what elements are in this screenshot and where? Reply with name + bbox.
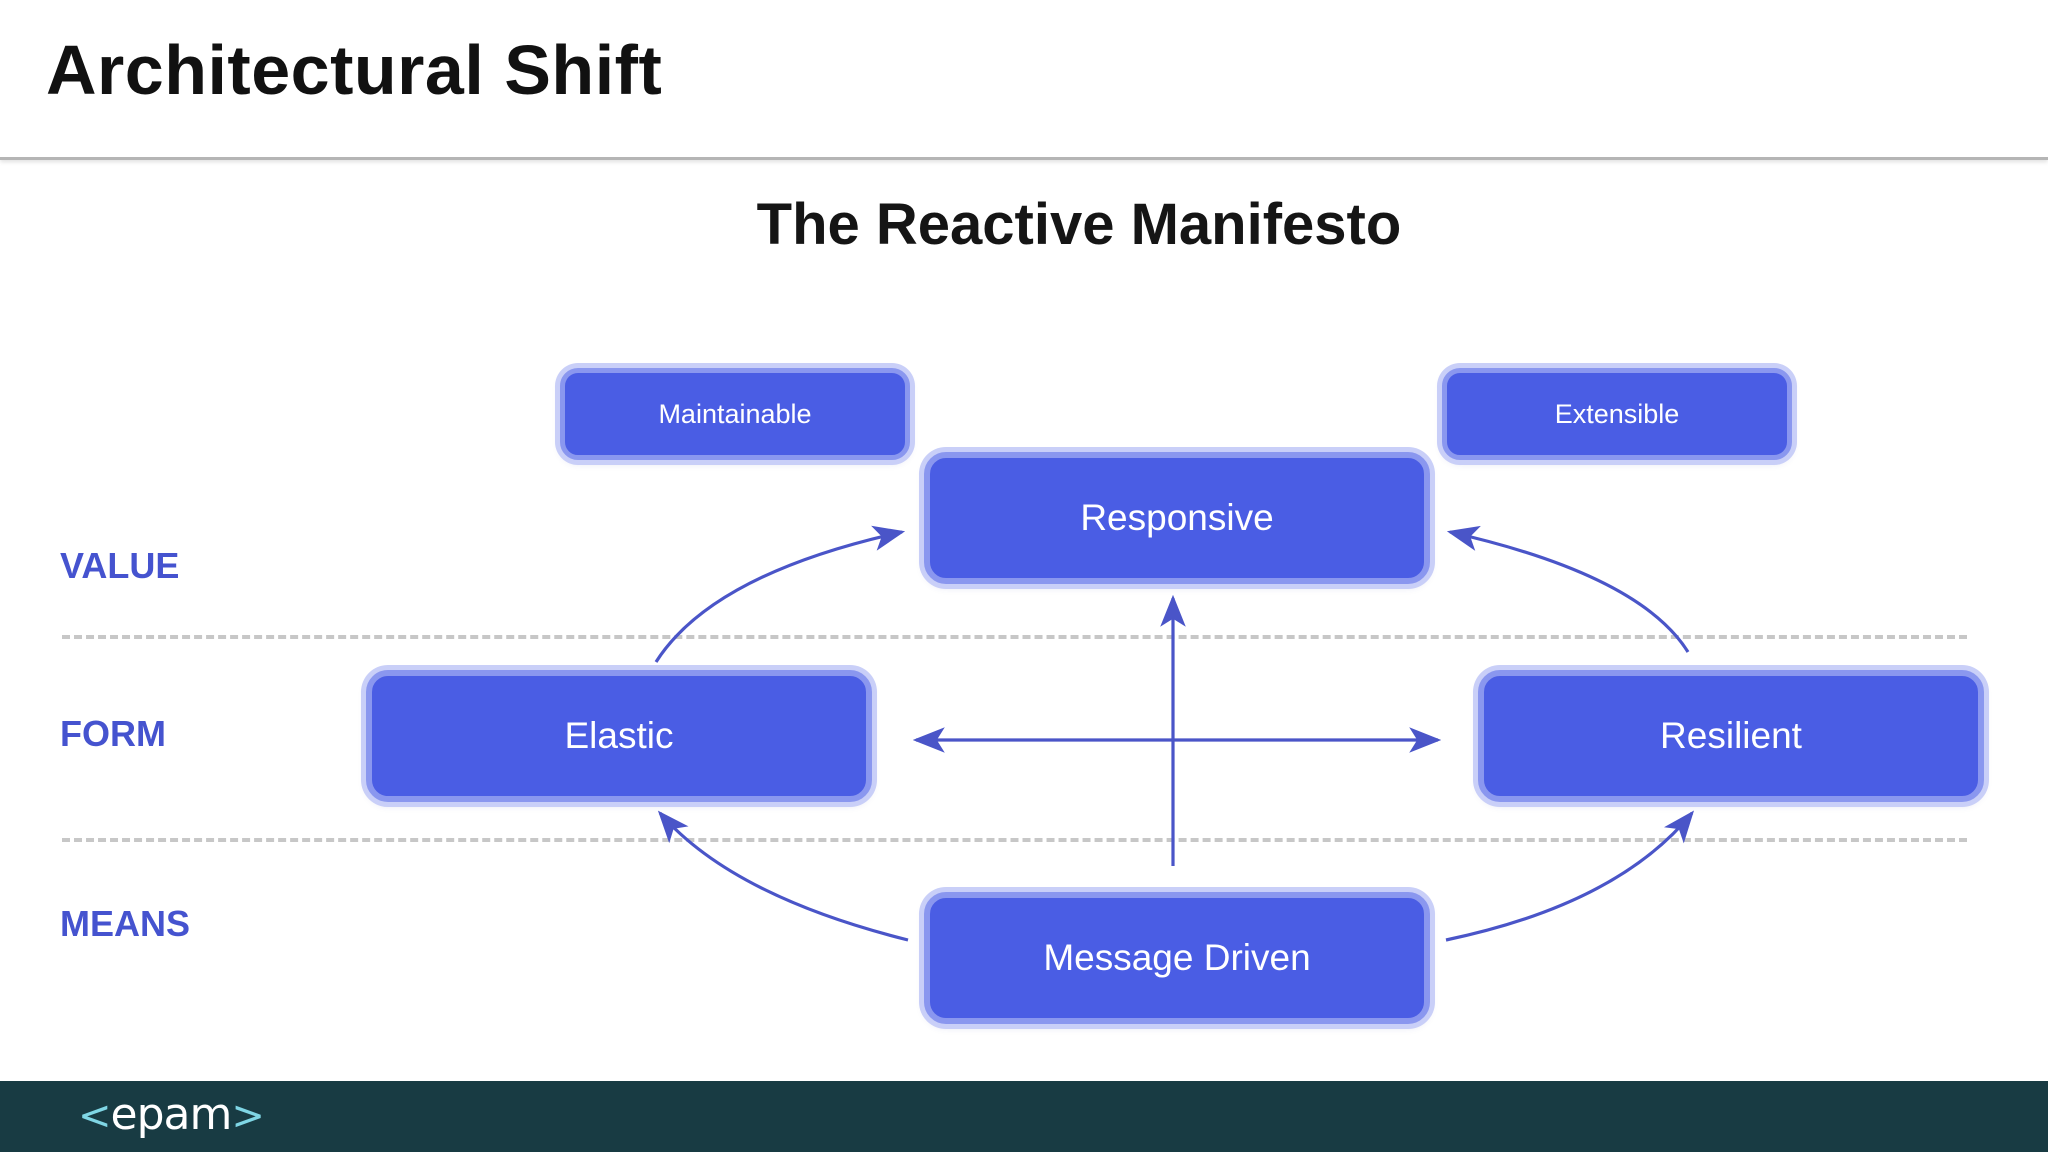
node-resilient-label: Resilient (1660, 715, 1802, 756)
node-message-driven-label: Message Driven (1043, 937, 1311, 978)
node-maintainable: Maintainable (560, 368, 910, 460)
logo-bracket-open: < (78, 1093, 112, 1139)
node-elastic: Elastic (366, 670, 872, 802)
logo-text: epam (110, 1089, 233, 1140)
node-responsive-label: Responsive (1080, 497, 1274, 538)
arrow-message-driven-to-resilient (1445, 810, 1695, 942)
node-elastic-label: Elastic (564, 715, 674, 756)
divider-form-means (62, 838, 1967, 842)
slide-footer: <epam> (0, 1081, 2048, 1152)
arrow-message-driven-to-elastic (657, 810, 909, 942)
row-label-means: MEANS (60, 903, 191, 944)
node-extensible-label: Extensible (1554, 398, 1680, 429)
epam-logo: <epam> (78, 1089, 265, 1142)
node-resilient: Resilient (1478, 670, 1984, 802)
node-extensible: Extensible (1442, 368, 1792, 460)
row-label-form: FORM (60, 713, 166, 754)
arrow-resilient-to-responsive (1446, 525, 1690, 653)
slide-header: Architectural Shift (0, 0, 2048, 160)
row-label-value: VALUE (60, 545, 180, 586)
divider-value-form (62, 635, 1967, 639)
diagram-heading: The Reactive Manifesto (756, 192, 1402, 257)
node-maintainable-label: Maintainable (658, 398, 812, 429)
node-responsive: Responsive (924, 452, 1430, 584)
slide-title: Architectural Shift (46, 31, 663, 109)
arrow-elastic-to-responsive (654, 525, 906, 663)
logo-bracket-close: > (231, 1093, 265, 1139)
node-message-driven: Message Driven (924, 892, 1430, 1024)
